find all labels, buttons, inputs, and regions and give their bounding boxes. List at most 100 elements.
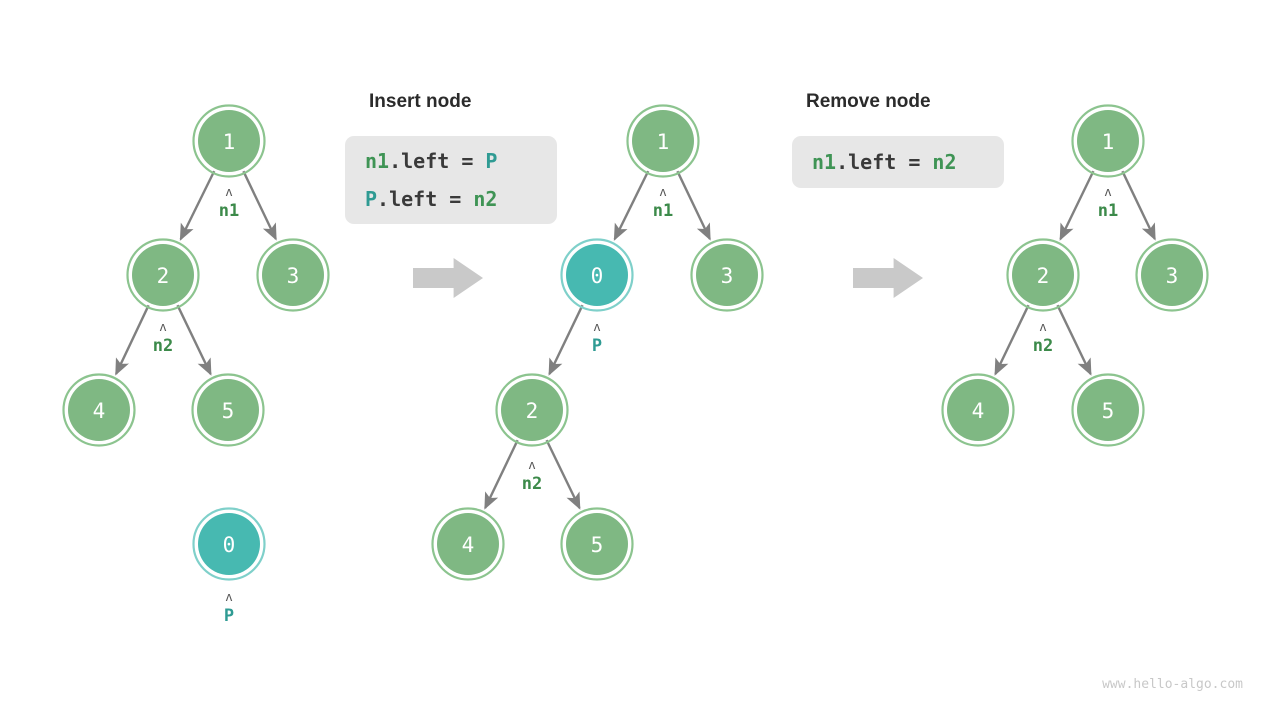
tree-node-b5: 5 — [191, 373, 265, 447]
tree-edge-b1-to-b2 — [179, 170, 216, 241]
node-value-label: 2 — [157, 264, 170, 288]
node-outer-ring — [192, 104, 266, 178]
pointer-label: P — [224, 606, 234, 626]
node-circle — [696, 244, 758, 306]
tree-nodes-layer: 1 2 3 4 5 0 1 0 3 2 4 5 1 2 3 4 5 — [62, 104, 1209, 581]
node-outer-ring — [1071, 104, 1145, 178]
code-token-var: n1 — [812, 150, 836, 174]
tree-edge-i1-to-i0 — [613, 170, 650, 241]
tree-edge-r1-to-r2 — [1059, 170, 1095, 241]
tree-node-r5: 5 — [1071, 373, 1145, 447]
tree-node-i5: 5 — [560, 507, 634, 581]
node-circle — [262, 244, 324, 306]
tree-edge-b1-to-b3 — [242, 170, 277, 241]
node-outer-ring — [941, 373, 1015, 447]
tree-node-b1: 1 — [192, 104, 266, 178]
node-circle — [501, 379, 563, 441]
node-outer-ring — [495, 373, 569, 447]
pointer-n1-r1: ʌn1 — [1098, 184, 1118, 221]
node-value-label: 4 — [93, 399, 106, 423]
pointer-label: n2 — [522, 474, 542, 494]
tree-edge-r1-to-r3 — [1121, 170, 1156, 241]
node-circle — [566, 244, 628, 306]
pointer-caret-icon: ʌ — [226, 589, 233, 604]
code-box-remove: n1.left = n2 — [792, 136, 1004, 188]
code-token-pvar: P — [485, 149, 497, 173]
node-value-label: 5 — [222, 399, 235, 423]
transition-arrows-layer — [413, 258, 923, 298]
panel-title-2: Remove node — [806, 91, 931, 112]
pointer-caret-icon: ʌ — [1040, 319, 1047, 334]
node-circle — [632, 110, 694, 172]
node-circle — [198, 513, 260, 575]
node-outer-ring — [256, 238, 330, 312]
tree-node-r2: 2 — [1006, 238, 1080, 312]
transition-arrow-2 — [853, 258, 923, 298]
watermark-text: www.hello-algo.com — [1102, 677, 1243, 692]
node-value-label: 3 — [721, 264, 734, 288]
node-circle — [437, 513, 499, 575]
pointer-label: n1 — [1098, 201, 1118, 221]
pointer-caret-icon: ʌ — [594, 319, 601, 334]
node-value-label: 1 — [657, 130, 670, 154]
node-circle — [947, 379, 1009, 441]
code-token-var: n1 — [365, 149, 389, 173]
node-value-label: 4 — [462, 533, 475, 557]
node-outer-ring — [192, 507, 266, 581]
transition-arrow-1 — [413, 258, 483, 298]
pointer-n2-i2: ʌn2 — [522, 457, 542, 494]
tree-edge-i2-to-i4 — [484, 439, 519, 510]
node-value-label: 2 — [1037, 264, 1050, 288]
node-value-label: 4 — [972, 399, 985, 423]
node-outer-ring — [1006, 238, 1080, 312]
code-token-var: n2 — [473, 187, 497, 211]
tree-node-b3: 3 — [256, 238, 330, 312]
pointer-label: P — [592, 336, 602, 356]
node-outer-ring — [191, 373, 265, 447]
tree-edge-i0-to-i2 — [548, 304, 584, 376]
tree-node-i3: 3 — [690, 238, 764, 312]
node-circle — [1077, 379, 1139, 441]
tree-node-i2: 2 — [495, 373, 569, 447]
pointer-n1-b1: ʌ n1 — [219, 184, 239, 221]
pointer-label: n1 — [219, 201, 239, 221]
code-box-insert: n1.left = PP.left = n2 — [345, 136, 557, 224]
node-circle — [566, 513, 628, 575]
node-outer-ring — [690, 238, 764, 312]
node-circle — [197, 379, 259, 441]
node-outer-ring — [560, 507, 634, 581]
pointer-n1-i1: ʌ n1 — [653, 184, 673, 221]
tree-edges-layer — [115, 170, 1156, 510]
node-outer-ring — [62, 373, 136, 447]
pointer-label: n1 — [653, 201, 673, 221]
node-value-label: 5 — [1102, 399, 1115, 423]
pointer-caret-icon: ʌ — [660, 184, 667, 199]
code-box-background — [345, 136, 557, 224]
pointer-P-i0: ʌP — [592, 319, 602, 356]
pointer-caret-icon: ʌ — [226, 184, 233, 199]
pointer-P-b0: ʌP — [224, 589, 234, 626]
code-token-op: .left = — [836, 150, 932, 174]
node-value-label: 2 — [526, 399, 539, 423]
node-outer-ring — [126, 238, 200, 312]
code-token-var: n2 — [932, 150, 956, 174]
node-value-label: 3 — [1166, 264, 1179, 288]
tree-node-r4: 4 — [941, 373, 1015, 447]
node-circle — [132, 244, 194, 306]
tree-node-i1: 1 — [626, 104, 700, 178]
panel-title-1: Insert node — [369, 91, 471, 112]
tree-node-b0: 0 — [192, 507, 266, 581]
pointer-caret-icon: ʌ — [160, 319, 167, 334]
tree-edge-b2-to-b4 — [115, 304, 150, 376]
pointer-label: n2 — [153, 336, 173, 356]
pointer-n2-b2: ʌ n2 — [153, 319, 173, 356]
pointer-label: n2 — [1033, 336, 1053, 356]
node-value-label: 0 — [591, 264, 604, 288]
tree-node-r1: 1 — [1071, 104, 1145, 178]
node-value-label: 5 — [591, 533, 604, 557]
code-line-2: P.left = n2 — [365, 187, 497, 211]
